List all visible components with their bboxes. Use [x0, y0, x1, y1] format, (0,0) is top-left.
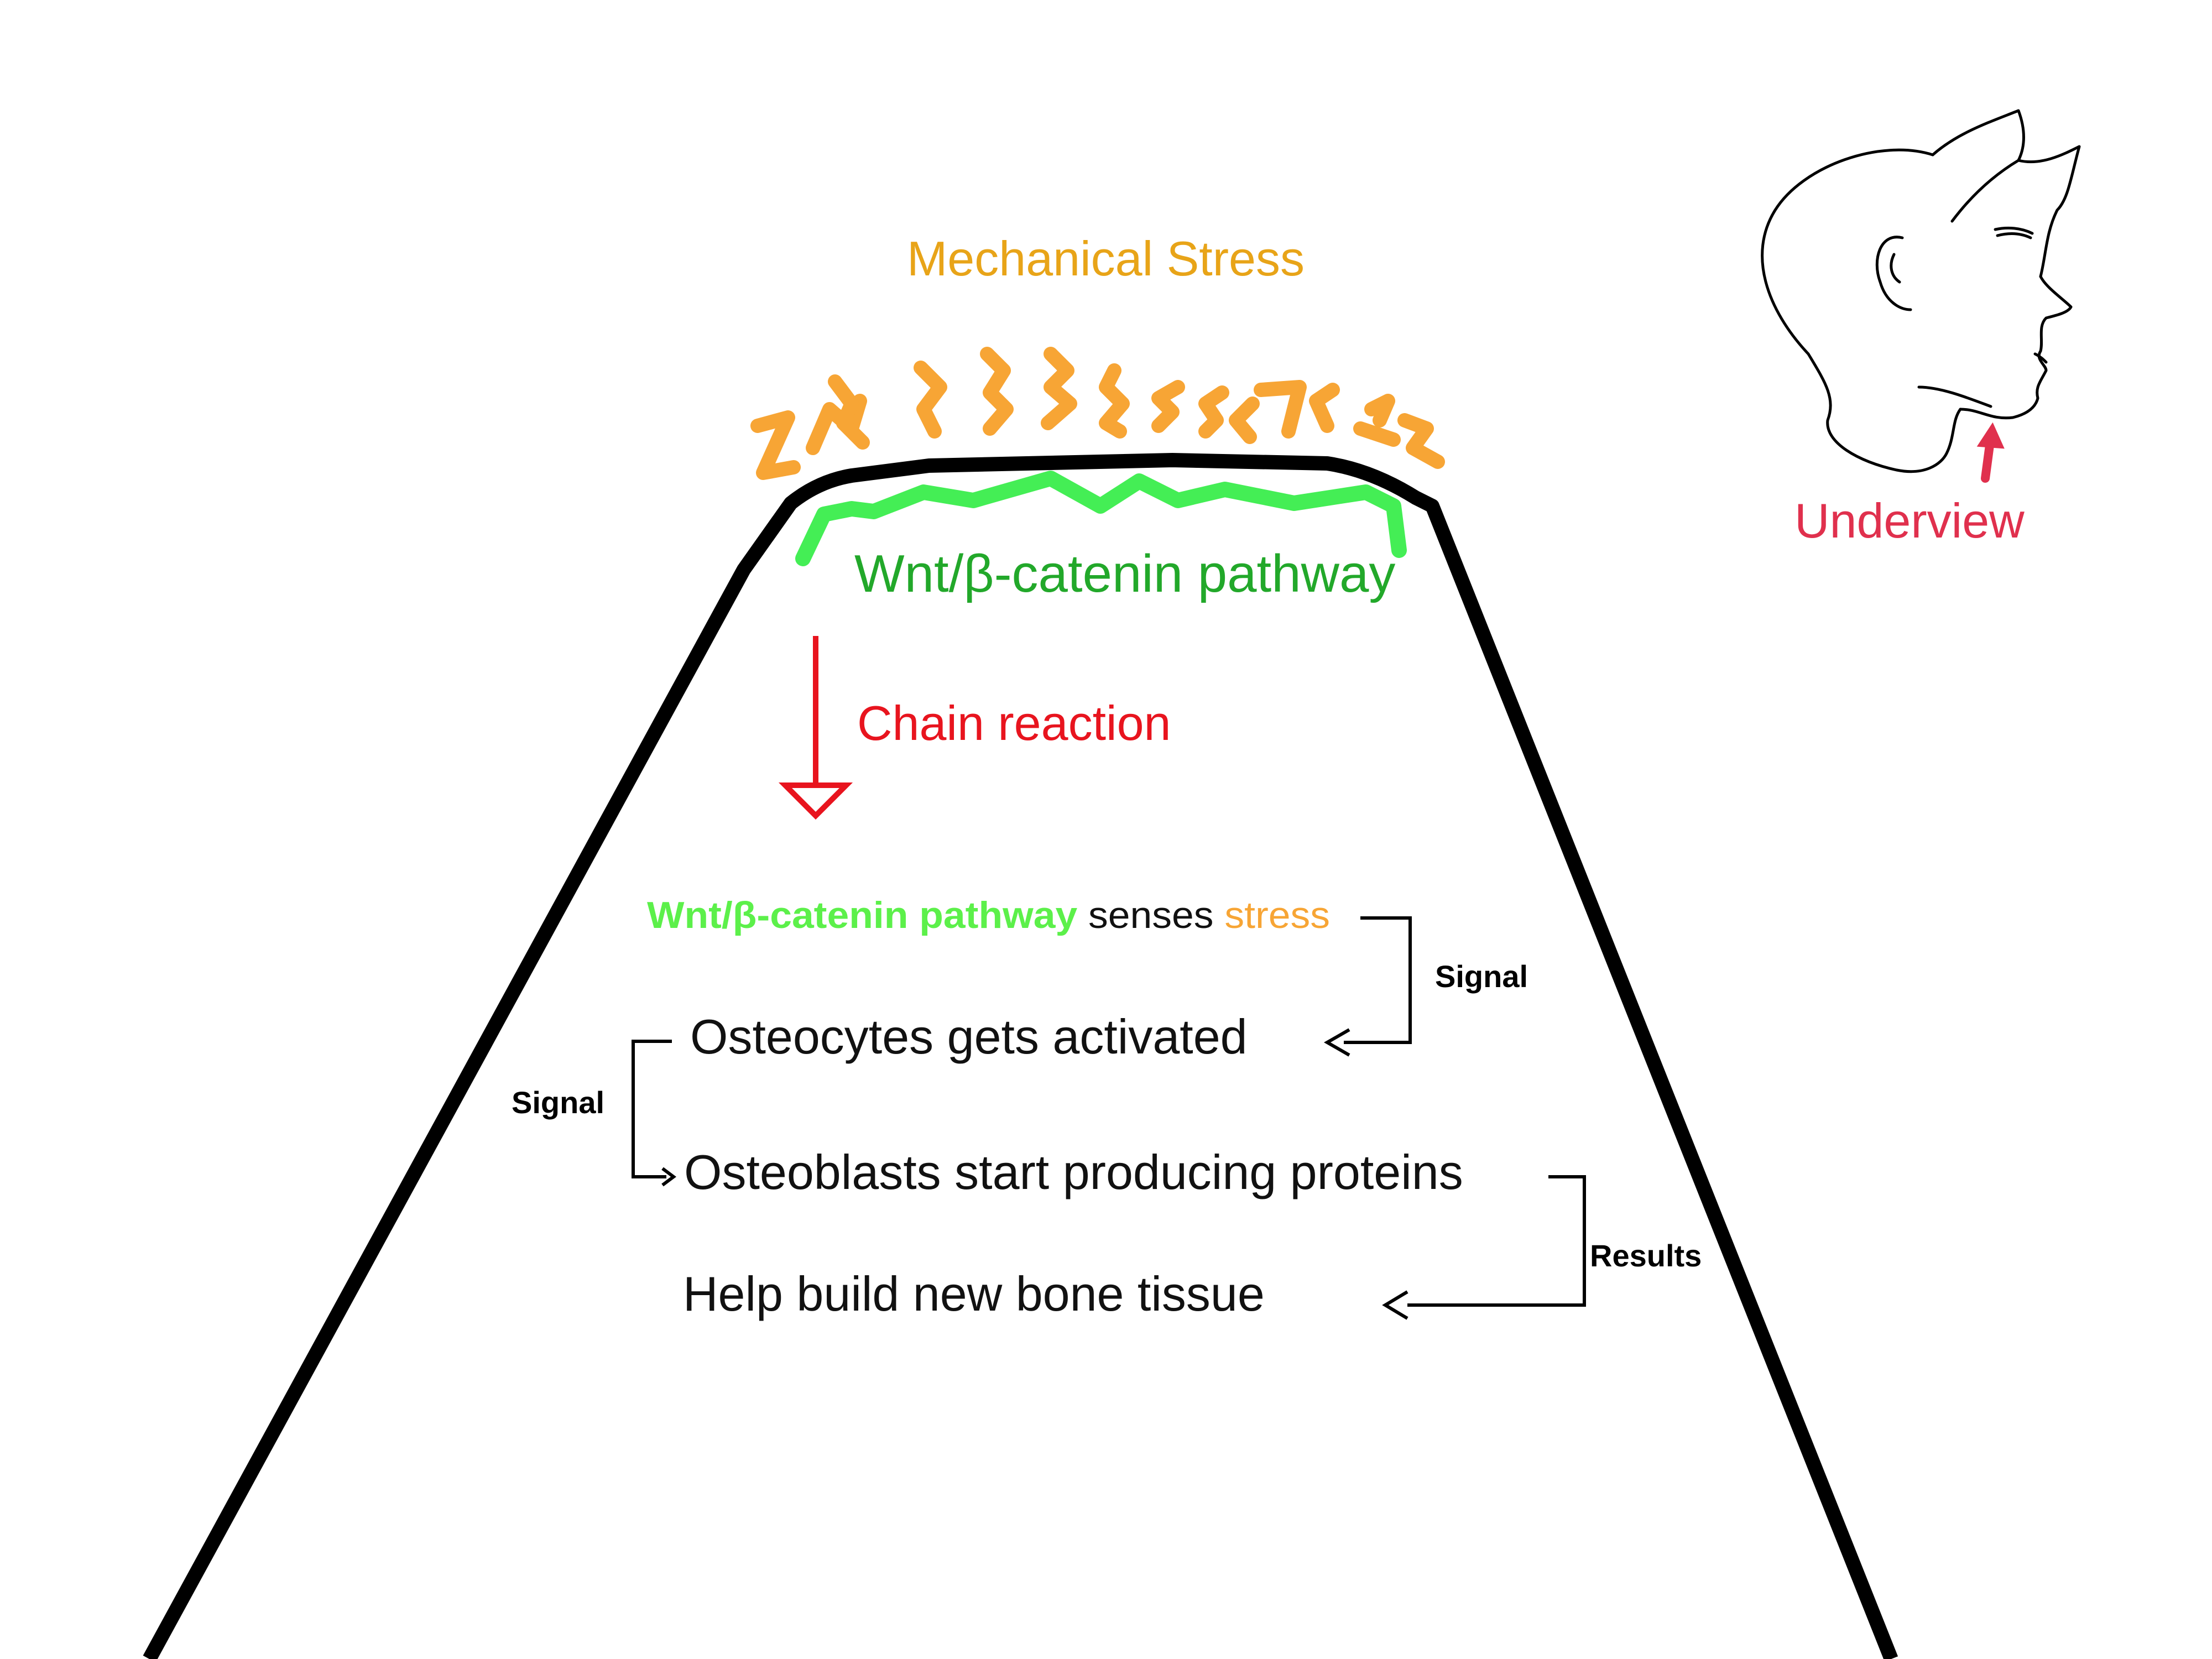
title: Mechanical Stress — [907, 231, 1305, 286]
underview-label: Underview — [1794, 493, 2025, 548]
head-profile-icon — [1761, 109, 2081, 473]
signal-connector-left — [632, 1040, 676, 1187]
chain-arrow — [778, 636, 853, 820]
stress-squiggles — [750, 347, 1445, 480]
sense-step: Wnt/β-catenin pathway senses stress — [647, 894, 1330, 936]
signal-label-right: Signal — [1435, 959, 1528, 994]
sense-stress: stress — [1224, 894, 1330, 936]
signal-connector-right — [1323, 916, 1412, 1057]
chain-reaction-label: Chain reaction — [857, 696, 1171, 750]
results-connector — [1382, 1175, 1586, 1320]
signal-label-left: Signal — [512, 1085, 604, 1120]
pathway-label: Wnt/β-catenin pathway — [854, 544, 1395, 603]
bone-step: Help build new bone tissue — [683, 1266, 1265, 1321]
sense-verb: senses — [1077, 894, 1224, 936]
pathway-line — [795, 471, 1407, 566]
sense-pathway: Wnt/β-catenin pathway — [647, 894, 1077, 936]
arrow-up-icon — [1976, 422, 2005, 483]
osteocytes-step: Osteocytes gets activated — [690, 1009, 1248, 1064]
bone-outline — [143, 453, 1898, 1659]
results-label: Results — [1590, 1238, 1702, 1273]
osteoblasts-step: Osteoblasts start producing proteins — [684, 1145, 1463, 1199]
